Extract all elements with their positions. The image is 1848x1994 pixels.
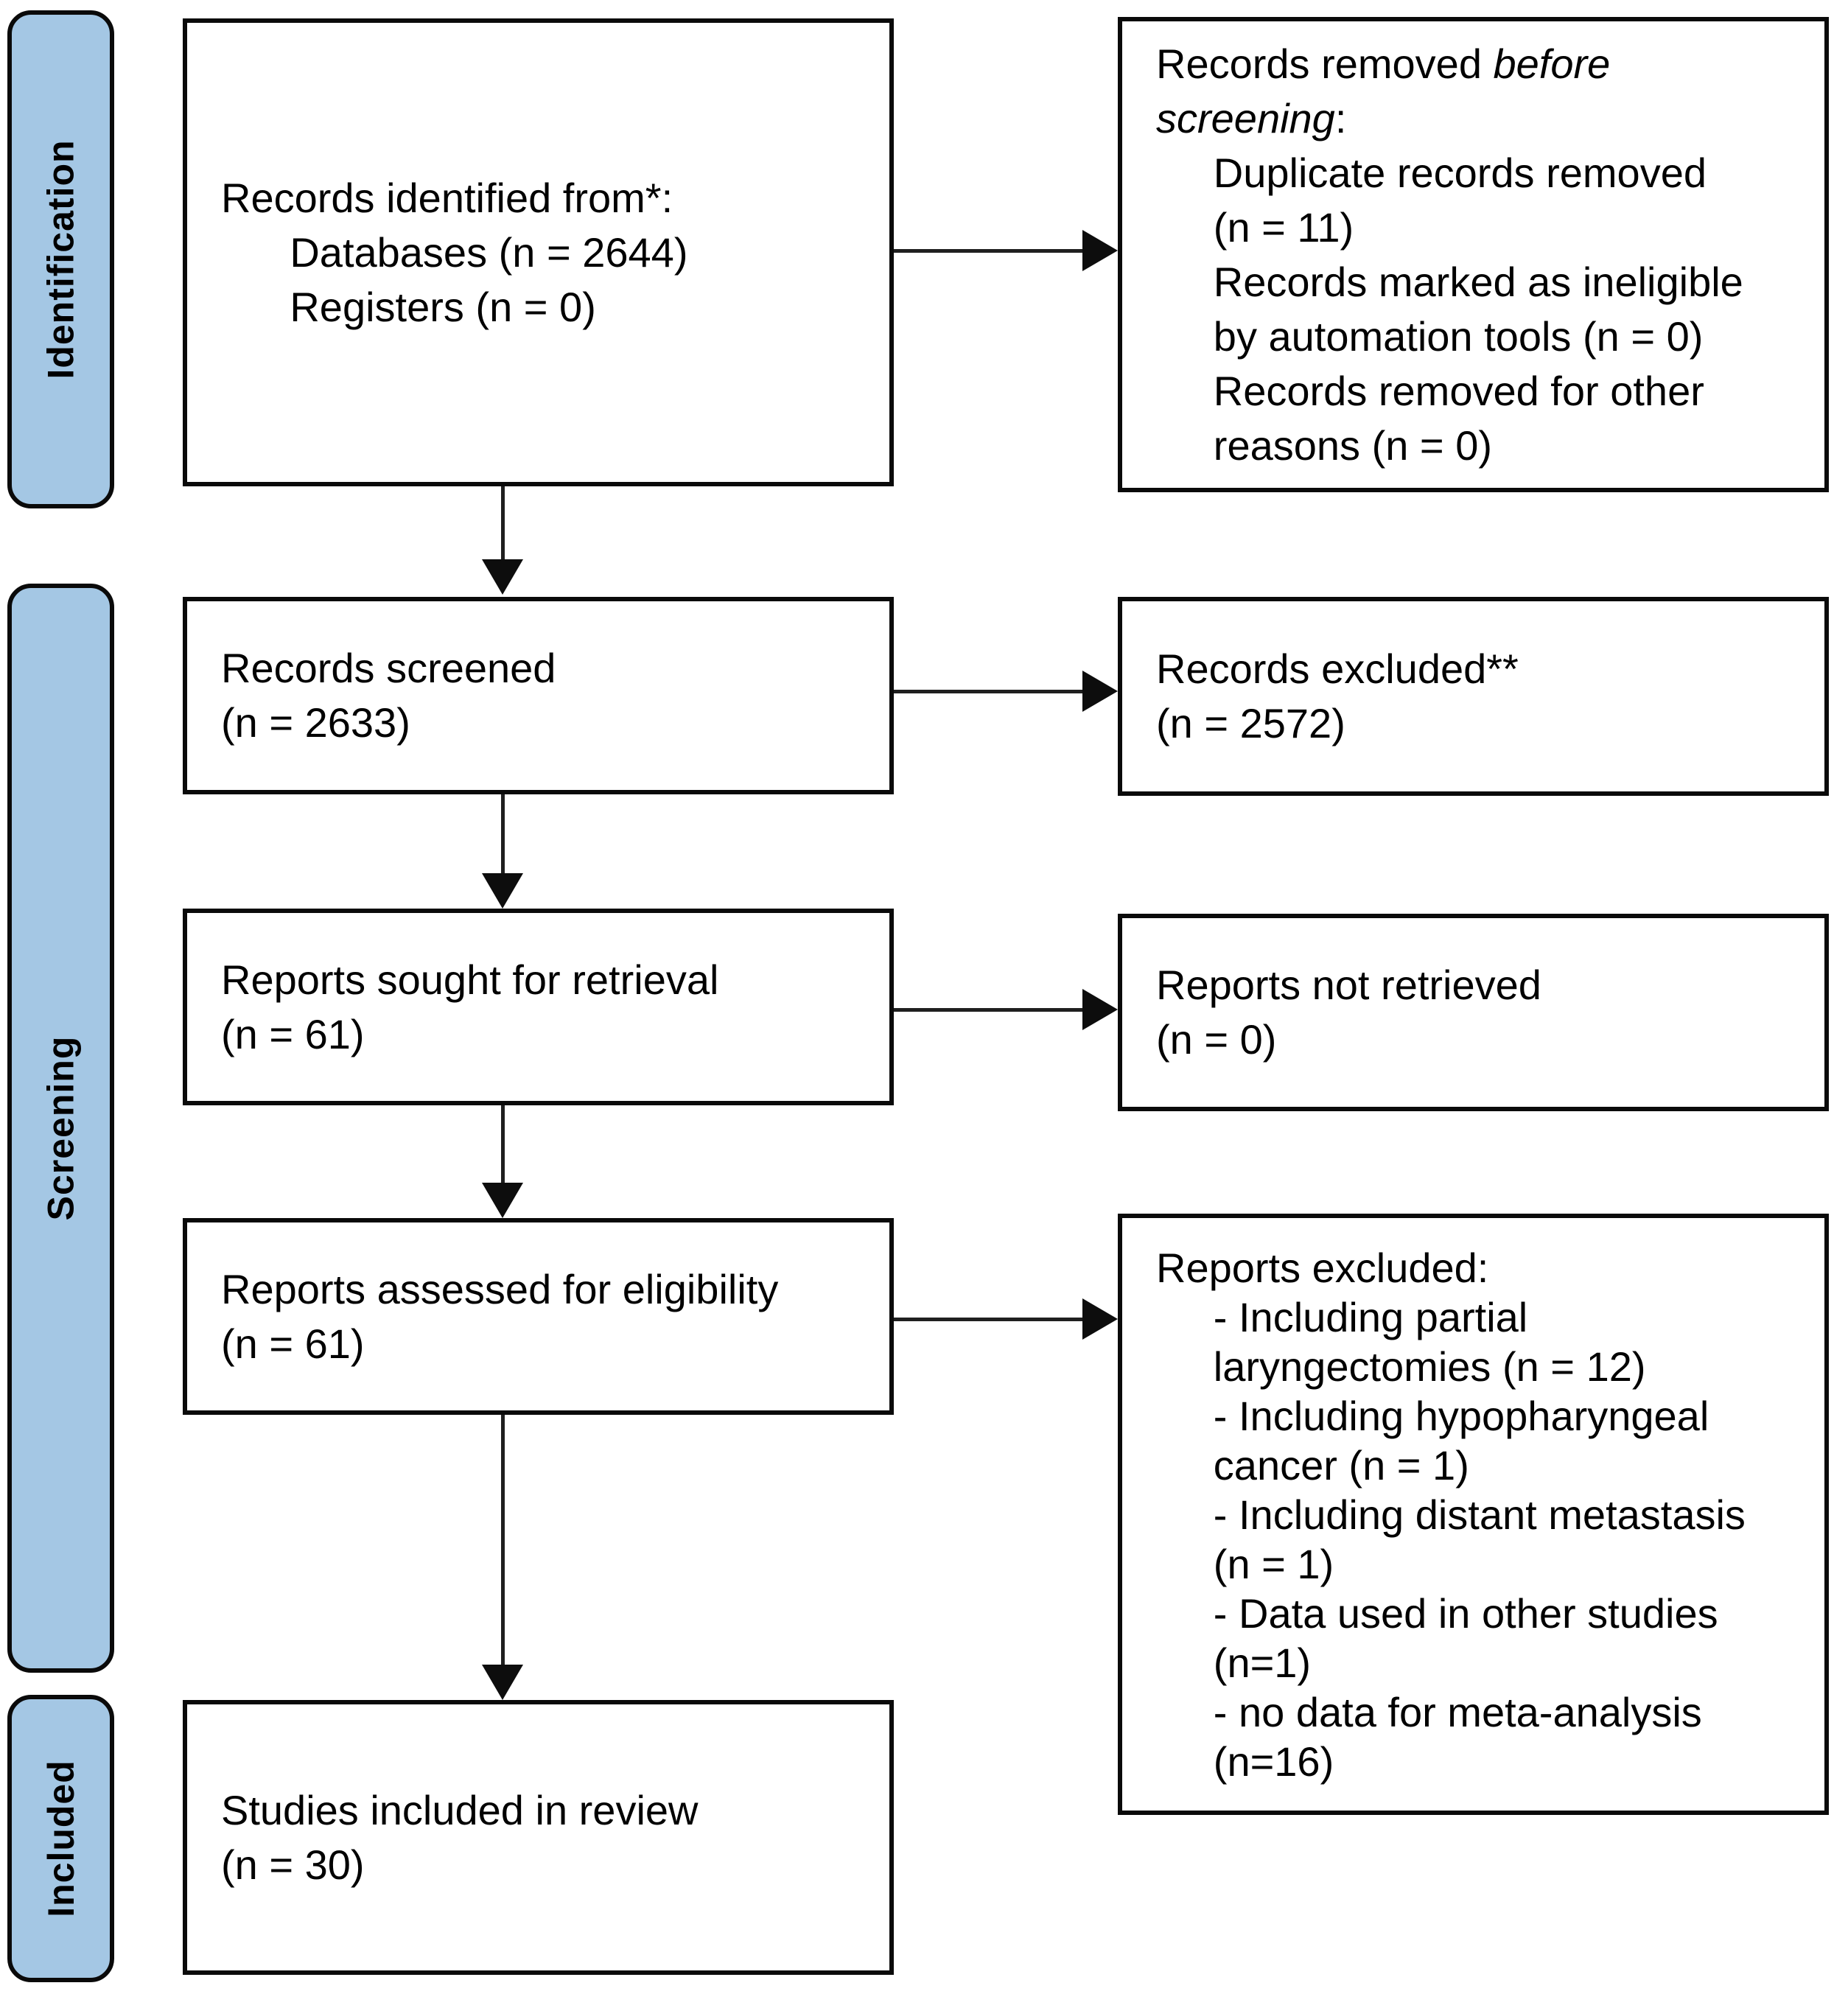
removed-rest: : Duplicate records removed (n = 11) Rec… [1213,94,1743,469]
arrowhead-right-icon [1082,1298,1118,1340]
box-records-excluded: Records excluded** (n = 2572) [1118,597,1829,796]
arrowhead-down-icon [482,873,523,909]
box-records-screened-text: Records screened (n = 2633) [221,645,556,746]
arrow-line [894,690,1082,693]
removed-italic: before screening [1156,40,1611,141]
arrowhead-right-icon [1082,989,1118,1030]
arrow-line [894,1318,1082,1321]
arrowhead-down-icon [482,559,523,595]
box-reports-assessed-text: Reports assessed for eligibility (n = 61… [221,1265,779,1367]
arrow-line [501,486,505,559]
arrow-line [501,1415,505,1665]
box-records-removed-before-screening-text: Records removed before screening: Duplic… [1122,37,1751,473]
box-studies-included-text: Studies included in review (n = 30) [221,1786,699,1888]
box-studies-included: Studies included in review (n = 30) [183,1700,894,1975]
stage-bar-included: Included [7,1695,114,1982]
stage-label-included: Included [40,1760,82,1917]
box-records-removed-before-screening: Records removed before screening: Duplic… [1118,17,1829,492]
arrowhead-right-icon [1082,671,1118,712]
box-reports-excluded-text: Reports excluded: - Including partial la… [1156,1244,1746,1785]
box-records-screened: Records screened (n = 2633) [183,597,894,794]
box-reports-not-retrieved-text: Reports not retrieved (n = 0) [1156,962,1541,1063]
arrow-line [501,1105,505,1183]
stage-label-screening: Screening [40,1035,82,1221]
removed-prefix: Records removed [1156,40,1494,87]
arrow-line [894,249,1082,253]
box-reports-sought: Reports sought for retrieval (n = 61) [183,909,894,1105]
stage-bar-identification: Identification [7,10,114,508]
box-reports-sought-text: Reports sought for retrieval (n = 61) [221,956,719,1057]
arrowhead-down-icon [482,1665,523,1700]
stage-bar-screening: Screening [7,584,114,1673]
arrow-line [501,794,505,873]
box-records-identified-text: Records identified from*: Databases (n =… [221,174,688,330]
arrowhead-right-icon [1082,230,1118,271]
arrow-line [894,1008,1082,1012]
stage-label-identification: Identification [40,139,82,379]
box-reports-excluded: Reports excluded: - Including partial la… [1118,1214,1829,1815]
box-reports-not-retrieved: Reports not retrieved (n = 0) [1118,914,1829,1111]
box-records-excluded-text: Records excluded** (n = 2572) [1156,646,1519,746]
box-reports-assessed: Reports assessed for eligibility (n = 61… [183,1218,894,1415]
arrowhead-down-icon [482,1183,523,1218]
box-records-identified: Records identified from*: Databases (n =… [183,18,894,486]
